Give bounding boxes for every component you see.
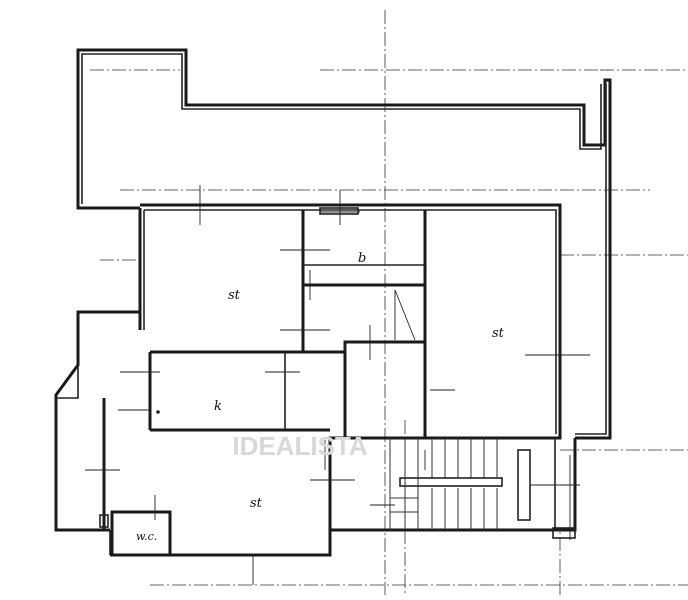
room-label-st-3: st bbox=[250, 496, 263, 511]
guide-lines bbox=[90, 10, 688, 595]
room-label-b: b bbox=[358, 251, 366, 266]
room-label-wc: w.c. bbox=[136, 530, 157, 543]
room-label-st-2: st bbox=[492, 326, 505, 341]
room-label-st-1: st bbox=[228, 288, 241, 303]
staircase bbox=[389, 438, 531, 530]
dimension-ticks bbox=[85, 185, 590, 585]
room-label-k: k bbox=[214, 399, 222, 414]
watermark: IDEALISTA bbox=[232, 431, 368, 461]
walls bbox=[54, 48, 612, 557]
